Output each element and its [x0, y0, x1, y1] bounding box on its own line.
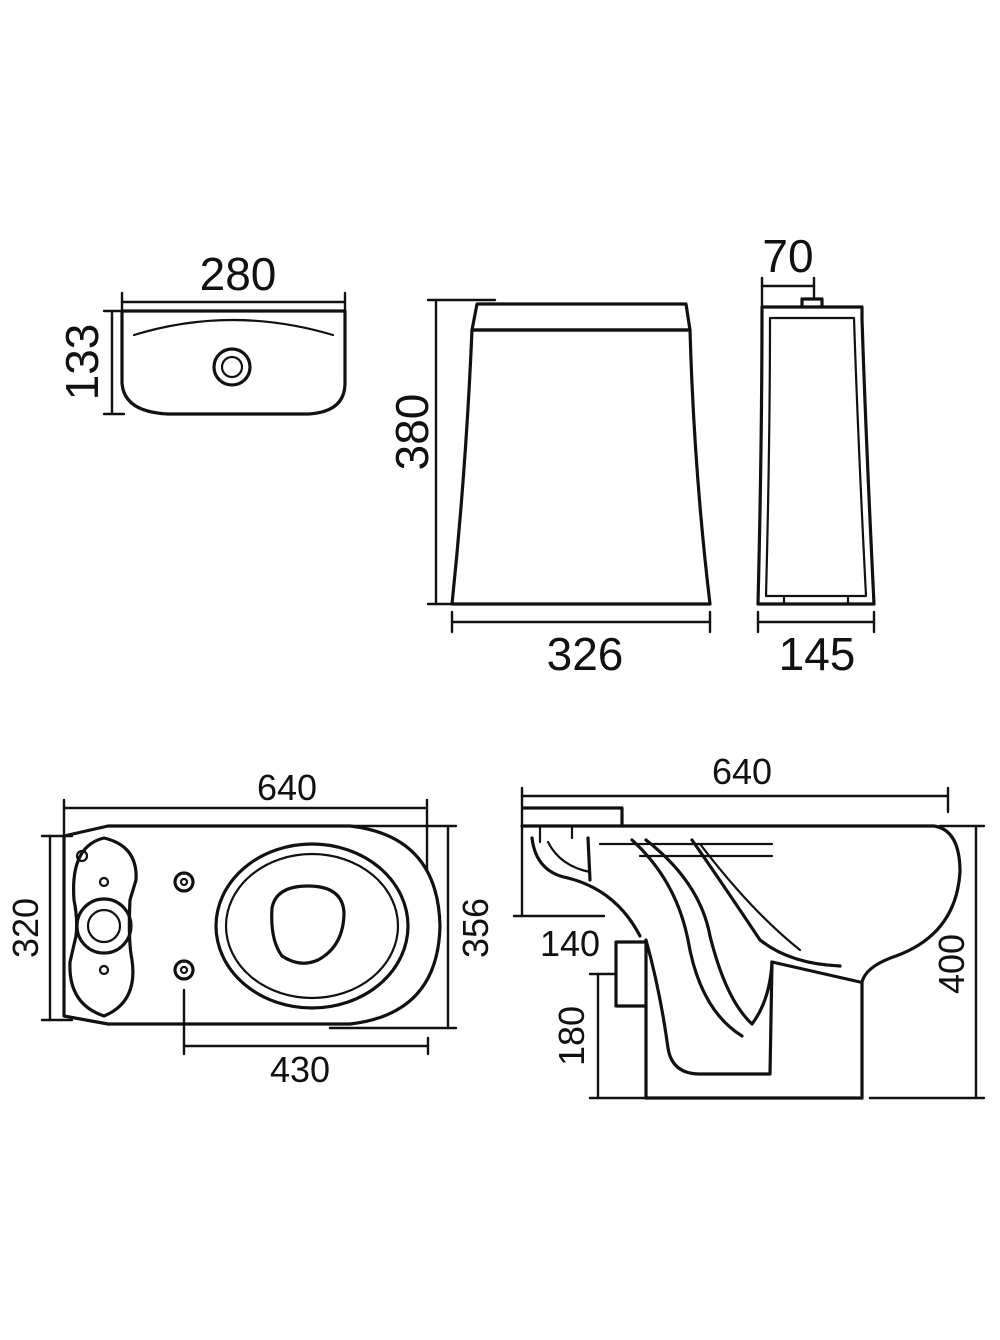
tank-top-outline — [120, 309, 347, 416]
bowl-top-seat-outer — [214, 842, 410, 1010]
tank-front-body — [450, 328, 712, 606]
tank-top-depth-label: 133 — [56, 324, 108, 401]
bowl-side-top-profile — [520, 824, 962, 1100]
tank-top-button-outer — [212, 347, 252, 387]
bowl-top-back-width-label: 320 — [5, 898, 46, 958]
bowl-top-fixing-label: 430 — [270, 1049, 330, 1090]
tank-front-width-label: 326 — [547, 628, 624, 680]
bowl-top-front-width-label-rot: 356 — [455, 898, 496, 958]
tank-side-view — [756, 276, 876, 634]
bowl-side-height-label: 400 — [931, 934, 972, 994]
tank-top-view — [102, 291, 347, 416]
bowl-side-outlet-label: 180 — [551, 1006, 592, 1066]
bowl-side-length-label: 640 — [712, 751, 772, 792]
bowl-top-length-label: 640 — [257, 767, 317, 808]
bowl-side-trap-outer — [630, 838, 744, 1038]
tank-side-inner — [764, 316, 868, 598]
tank-side-depth-label: 145 — [779, 628, 856, 680]
tank-side-outer — [756, 305, 876, 606]
bowl-side-tank-seat — [522, 806, 624, 828]
bowl-side-inlet-label: 140 — [540, 923, 600, 964]
bowl-top-fixing-hole-lower — [173, 959, 195, 981]
bowl-side-rear-horn — [530, 836, 642, 938]
bowl-top-fixing-hole-upper — [173, 871, 195, 893]
tank-top-lid-curve — [132, 318, 335, 337]
bowl-top-outline — [62, 824, 442, 1026]
bowl-side-trap-inner — [644, 838, 774, 1026]
bowl-top-view — [40, 798, 458, 1056]
bowl-side-outlet — [614, 940, 648, 1008]
tank-side-button — [800, 297, 824, 309]
bowl-top-outlet-inner — [86, 908, 122, 944]
bowl-top-tank-base — [68, 836, 138, 1018]
bowl-top-bowl-opening — [270, 884, 346, 965]
dimension-labels: 280 133 380 326 70 145 640 320 356 430 6… — [5, 230, 972, 1090]
tank-top-width-label: 280 — [200, 248, 277, 300]
tank-front-view — [426, 298, 712, 634]
bowl-top-outlet-outer — [75, 897, 133, 955]
tank-front-height-label: 380 — [386, 394, 438, 471]
tank-top-button-inner — [220, 355, 244, 379]
bowl-side-base — [644, 938, 862, 1100]
bowl-top-seat-inner — [224, 852, 400, 1000]
bowl-side-view — [512, 786, 986, 1100]
bowl-side-trap-bowl — [690, 838, 842, 968]
tank-front-lid — [470, 302, 692, 332]
tank-side-top-label: 70 — [762, 230, 813, 282]
